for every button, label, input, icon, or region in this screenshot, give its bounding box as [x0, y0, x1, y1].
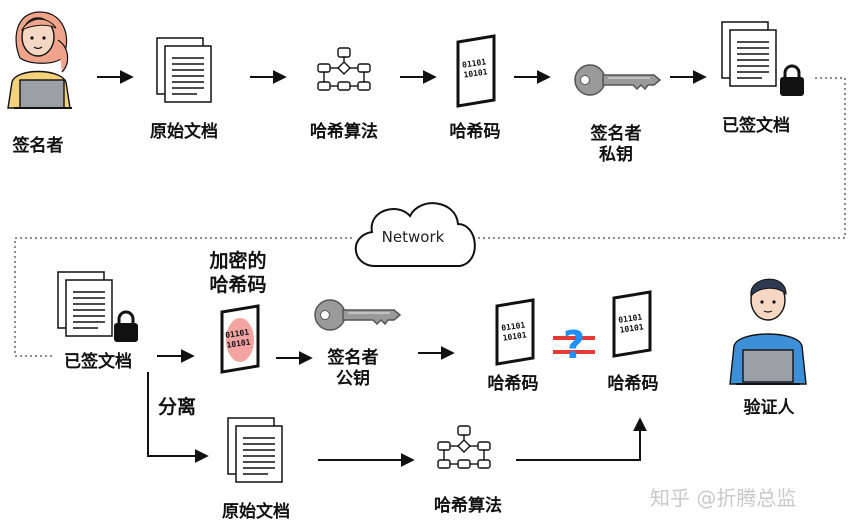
svg-text:10101: 10101: [226, 338, 251, 350]
svg-text:10101: 10101: [463, 67, 488, 79]
binary-doc-icon: 01101 10101: [495, 298, 535, 366]
hash-code-label-2: 哈希码: [487, 374, 539, 394]
compare-icon: ?: [553, 323, 595, 367]
key-icon: [574, 64, 661, 96]
lock-icon: [112, 310, 140, 344]
svg-text:01101: 01101: [462, 57, 487, 69]
document-icon: [227, 417, 283, 483]
cloud-icon: Network: [354, 202, 476, 267]
public-key-line1: 签名者: [327, 348, 379, 368]
lock-icon: [778, 64, 806, 98]
encrypted-hash-label: 加密的 哈希码: [198, 250, 278, 298]
svg-text:01101: 01101: [501, 321, 526, 333]
svg-text:01101: 01101: [225, 328, 250, 340]
original-doc-label: 原始文档: [150, 122, 218, 142]
question-mark: ?: [563, 323, 585, 367]
encrypted-hash-line2: 哈希码: [209, 273, 267, 296]
document-icon: [57, 271, 113, 337]
verifier-person-icon: [729, 278, 807, 385]
key-icon: [314, 299, 401, 331]
hash-code-label-3: 哈希码: [607, 374, 659, 394]
signer-public-key-label: 签名者 公钥: [320, 348, 386, 391]
flowchart-icon: [317, 47, 371, 91]
hash-algorithm-label: 哈希算法: [310, 122, 378, 142]
svg-text:01101: 01101: [618, 313, 643, 325]
signed-doc-label: 已签文档: [722, 116, 790, 136]
hash-algorithm-label-2: 哈希算法: [434, 496, 502, 516]
svg-text:Network: Network: [382, 228, 445, 246]
network-connector: [470, 77, 846, 239]
private-key-line1: 签名者: [590, 124, 642, 144]
encrypted-hash-line1: 加密的: [209, 250, 267, 272]
document-icon: [156, 37, 212, 103]
signed-doc-label-2: 已签文档: [64, 352, 132, 372]
private-key-line2: 私钥: [599, 145, 633, 166]
hash-code-label: 哈希码: [449, 122, 501, 142]
original-doc-label-2: 原始文档: [222, 502, 290, 522]
svg-text:10101: 10101: [502, 330, 527, 342]
signer-private-key-label: 签名者 私钥: [583, 124, 649, 167]
binary-doc-icon: 01101 10101: [612, 290, 652, 358]
verifier-label: 验证人: [743, 398, 795, 418]
signer-label: 签名者: [12, 136, 64, 156]
network-connector: [14, 237, 352, 357]
arrow-icon: [516, 417, 647, 461]
binary-doc-icon: 01101 10101: [456, 34, 496, 108]
separate-label: 分离: [157, 396, 196, 418]
public-key-line2: 公钥: [336, 369, 370, 390]
encrypted-hash-icon: 01101 10101: [220, 304, 260, 374]
document-icon: [721, 21, 777, 87]
arrow-icon: [147, 372, 209, 463]
watermark: 知乎 @折腾总监: [650, 486, 797, 510]
svg-text:10101: 10101: [619, 322, 644, 334]
flowchart-icon: [437, 425, 491, 469]
signer-person-icon: [7, 11, 72, 109]
